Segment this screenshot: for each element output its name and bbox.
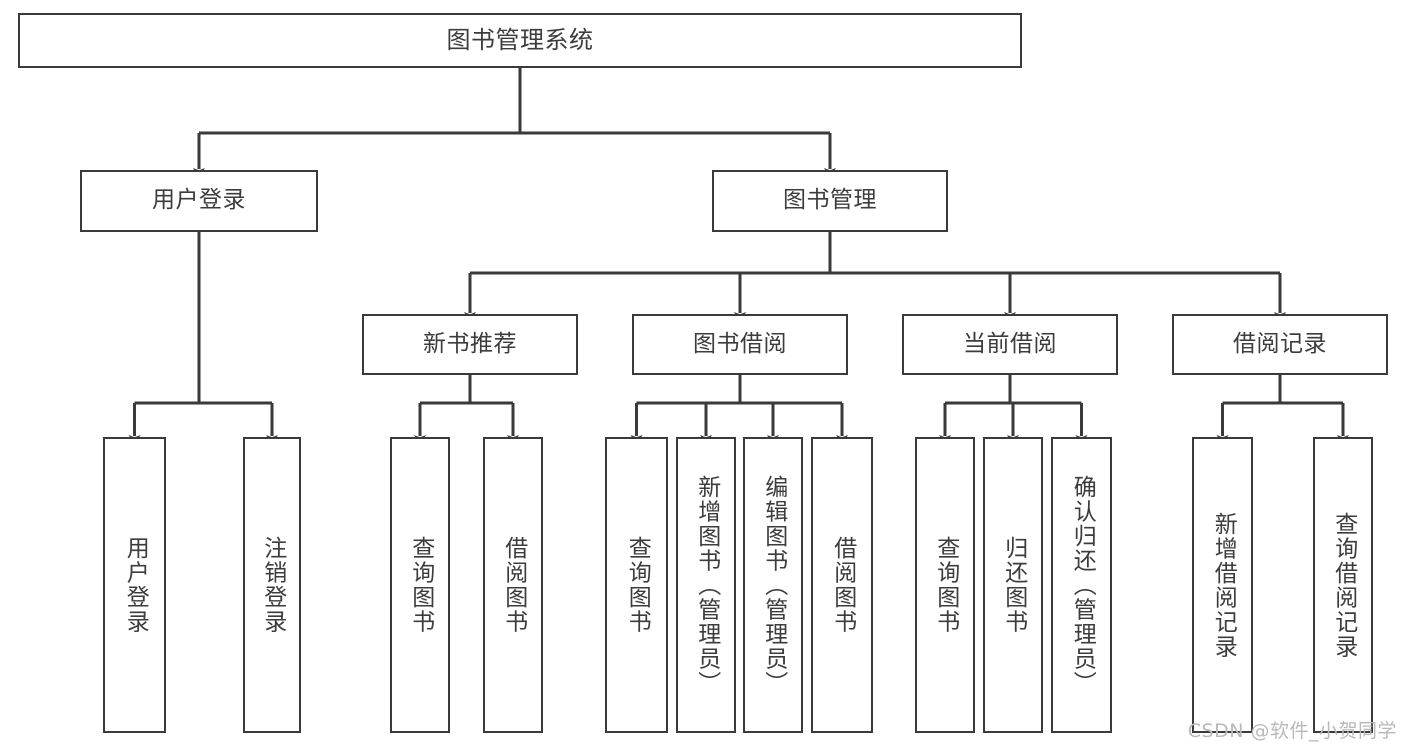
node-leaf-br-query[interactable]: 查询借阅记录 (1313, 437, 1373, 733)
node-label: 确认归还（管理员） (1069, 474, 1096, 696)
node-label: 新书推荐 (423, 330, 517, 357)
node-root[interactable]: 图书管理系统 (18, 13, 1022, 68)
node-label: 借阅图书 (829, 536, 856, 634)
node-borrow-record[interactable]: 借阅记录 (1172, 314, 1388, 375)
node-leaf-bb-edit[interactable]: 编辑图书（管理员） (743, 437, 803, 733)
connector-lines (128, 68, 1349, 445)
node-label: 用户登录 (122, 536, 149, 634)
node-leaf-cb-confirm[interactable]: 确认归还（管理员） (1051, 437, 1112, 733)
node-current-borrow[interactable]: 当前借阅 (902, 314, 1118, 375)
node-leaf-rec-borrow[interactable]: 借阅图书 (483, 437, 543, 733)
node-book-mgmt[interactable]: 图书管理 (712, 170, 948, 232)
node-leaf-bb-add[interactable]: 新增图书（管理员） (676, 437, 736, 733)
node-label: 图书管理系统 (446, 26, 594, 55)
node-leaf-rec-query[interactable]: 查询图书 (390, 437, 450, 733)
node-label: 借阅记录 (1233, 330, 1327, 357)
node-label: 查询图书 (624, 536, 651, 634)
node-label: 当前借阅 (963, 330, 1057, 357)
node-leaf-cb-query[interactable]: 查询图书 (915, 437, 975, 733)
node-label: 归还图书 (1000, 536, 1027, 634)
node-label: 用户登录 (152, 187, 246, 214)
node-label: 查询借阅记录 (1330, 511, 1357, 659)
node-label: 借阅图书 (500, 536, 527, 634)
node-leaf-br-add[interactable]: 新增借阅记录 (1192, 437, 1253, 733)
node-leaf-user-logout[interactable]: 注销登录 (243, 437, 301, 733)
node-label: 新增图书（管理员） (693, 474, 720, 696)
node-label: 编辑图书（管理员） (760, 474, 787, 696)
node-leaf-cb-return[interactable]: 归还图书 (983, 437, 1043, 733)
node-label: 图书管理 (783, 187, 877, 214)
node-leaf-bb-query[interactable]: 查询图书 (605, 437, 668, 733)
node-label: 注销登录 (259, 536, 286, 634)
node-label: 新增借阅记录 (1210, 511, 1237, 659)
node-leaf-bb-borrow[interactable]: 借阅图书 (811, 437, 873, 733)
node-leaf-user-login[interactable]: 用户登录 (103, 437, 166, 733)
node-label: 查询图书 (932, 536, 959, 634)
node-new-book-rec[interactable]: 新书推荐 (362, 314, 578, 375)
node-user-login[interactable]: 用户登录 (80, 170, 318, 232)
node-label: 图书借阅 (693, 330, 787, 357)
node-book-borrow[interactable]: 图书借阅 (632, 314, 848, 375)
node-label: 查询图书 (407, 536, 434, 634)
